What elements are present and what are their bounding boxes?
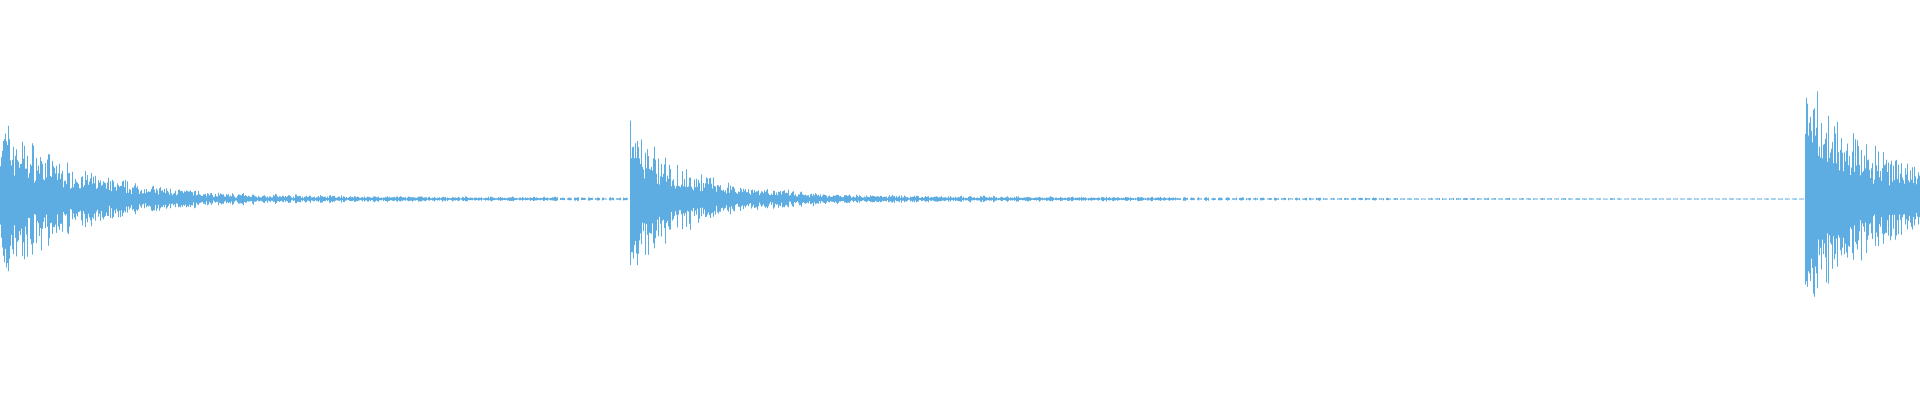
waveform-samples bbox=[0, 91, 1920, 297]
